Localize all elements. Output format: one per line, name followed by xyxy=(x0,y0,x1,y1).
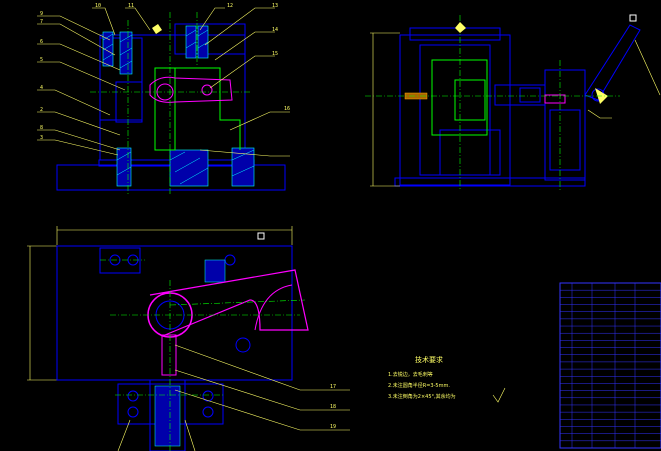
callout-15: 15 xyxy=(272,51,278,57)
callout-4: 4 xyxy=(40,85,43,91)
callout-5: 5 xyxy=(40,57,43,63)
front-section-view: 9 7 6 5 4 2 8 3 10 11 12 13 14 15 16 xyxy=(37,3,290,195)
side-view xyxy=(365,14,661,190)
callout-8: 8 xyxy=(40,125,43,131)
callout-11: 11 xyxy=(128,3,134,9)
callout-18: 18 xyxy=(330,404,336,410)
callout-16: 16 xyxy=(284,106,290,112)
callout-7: 7 xyxy=(40,19,43,25)
callout-6: 6 xyxy=(40,39,43,45)
callout-13: 13 xyxy=(272,3,278,9)
callout-19: 19 xyxy=(330,424,336,430)
tech-requirements-title: 技术要求 xyxy=(415,355,443,364)
tech-requirement-2: 2.未注圆角半径R=3-5mm. xyxy=(388,382,450,389)
callout-9: 9 xyxy=(40,11,43,17)
callout-2: 2 xyxy=(40,107,43,113)
top-view: 17 18 19 xyxy=(27,226,350,451)
callout-10: 10 xyxy=(95,3,101,9)
roughness-symbol xyxy=(492,387,506,403)
callout-3: 3 xyxy=(40,135,43,141)
tech-requirement-1: 1.去锐边，去毛刺等 xyxy=(388,371,433,378)
parts-list-table xyxy=(559,282,661,449)
callout-12: 12 xyxy=(227,3,233,9)
callout-14: 14 xyxy=(272,27,278,33)
tech-requirements: 技术要求 1.去锐边，去毛刺等 2.未注圆角半径R=3-5mm. 3.未注倒角为… xyxy=(388,355,506,403)
callout-17: 17 xyxy=(330,384,336,390)
tech-requirement-3: 3.未注倒角为2×45°,其余均为 xyxy=(388,393,456,400)
